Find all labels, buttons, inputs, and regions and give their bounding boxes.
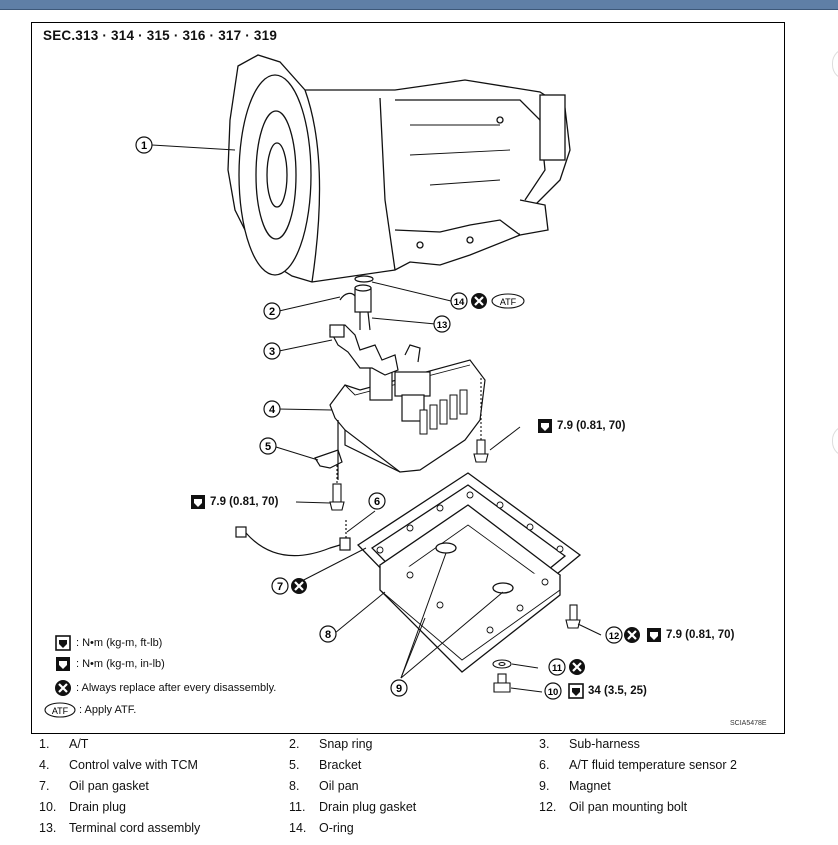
bracket	[314, 420, 343, 480]
svg-text:7: 7	[277, 581, 283, 593]
callout-2: 2	[263, 302, 281, 320]
part-item-2: 2.Snap ring	[289, 737, 373, 751]
part-item-12: 12.Oil pan mounting bolt	[539, 800, 688, 814]
callout-12: 12	[605, 626, 623, 644]
svg-text:2: 2	[269, 306, 275, 318]
legend-replace-icon	[55, 680, 71, 696]
control-valve-body	[329, 344, 486, 473]
oil-pan-bolt	[565, 604, 581, 629]
part-item-6: 6.A/T fluid temperature sensor 2	[539, 758, 737, 772]
figure-code: SCIA5478E	[730, 720, 767, 727]
torque-ftlb-icon-drain	[568, 683, 584, 699]
svg-text:14: 14	[454, 297, 465, 308]
part-item-9: 9.Magnet	[539, 779, 611, 793]
window-title-bar	[0, 0, 838, 10]
part-item-5: 5.Bracket	[289, 758, 362, 772]
callout-4: 4	[263, 400, 281, 418]
svg-text:11: 11	[552, 663, 563, 674]
part-item-3: 3.Sub-harness	[539, 737, 640, 751]
callout-1: 1	[135, 136, 153, 154]
svg-text:10: 10	[548, 687, 559, 698]
torque-value-valve-bolt: 7.9 (0.81, 70)	[557, 420, 626, 432]
legend-atf-icon: ATF	[44, 702, 76, 718]
oil-pan	[356, 472, 582, 673]
legend-atf-text: : Apply ATF.	[79, 704, 137, 716]
callout-3: 3	[263, 342, 281, 360]
callout-6: 6	[368, 492, 386, 510]
replace-icon-7	[291, 578, 307, 594]
sub-harness	[329, 324, 399, 376]
legend-replace-text: : Always replace after every disassembly…	[76, 682, 277, 694]
part-item-14: 14.O-ring	[289, 821, 354, 835]
legend-ftlb-icon	[55, 635, 71, 651]
callout-9: 9	[390, 679, 408, 697]
torque-inlb-icon-sensor	[191, 495, 205, 509]
fluid-temperature-sensor	[235, 520, 351, 557]
atf-badge: ATF	[491, 293, 525, 309]
torque-inlb-icon-pan	[647, 628, 661, 642]
svg-text:9: 9	[396, 683, 402, 695]
svg-text:5: 5	[265, 441, 271, 453]
torque-inlb-icon-valve	[538, 419, 552, 433]
callout-8: 8	[319, 625, 337, 643]
callout-13: 13	[433, 315, 451, 333]
replace-icon-11	[569, 659, 585, 675]
svg-text:3: 3	[269, 346, 275, 358]
part-item-4: 4.Control valve with TCM	[39, 758, 198, 772]
replace-icon-14	[471, 293, 487, 309]
legend-ftlb-text: : N•m (kg-m, ft-lb)	[76, 637, 163, 649]
svg-text:1: 1	[141, 140, 147, 152]
part-item-7: 7.Oil pan gasket	[39, 779, 149, 793]
legend-inlb-text: : N•m (kg-m, in-lb)	[76, 658, 165, 670]
svg-text:ATF: ATF	[52, 706, 69, 716]
part-item-10: 10.Drain plug	[39, 800, 126, 814]
torque-value-drain-plug: 34 (3.5, 25)	[588, 685, 647, 697]
leader-lines	[151, 144, 602, 693]
transmission-housing	[227, 54, 571, 283]
sensor-bracket-bolt	[329, 465, 345, 511]
replace-symbols	[291, 293, 640, 675]
part-item-1: 1.A/T	[39, 737, 89, 751]
torque-value-sensor-bolt: 7.9 (0.81, 70)	[210, 496, 279, 508]
svg-text:ATF: ATF	[500, 297, 517, 307]
svg-text:13: 13	[437, 320, 448, 331]
callout-7: 7	[271, 577, 289, 595]
replace-icon-12	[624, 627, 640, 643]
part-item-13: 13.Terminal cord assembly	[39, 821, 201, 835]
part-item-11: 11.Drain plug gasket	[289, 800, 417, 814]
legend-icons: ATF	[44, 635, 76, 718]
terminal-cord-assembly	[339, 275, 374, 331]
part-item-8: 8.Oil pan	[289, 779, 359, 793]
callout-10: 10	[544, 682, 562, 700]
torque-icons	[191, 419, 661, 699]
callout-11: 11	[548, 658, 566, 676]
svg-text:12: 12	[609, 631, 620, 642]
svg-text:8: 8	[325, 629, 331, 641]
callout-14: 14	[450, 292, 468, 310]
svg-text:4: 4	[269, 404, 276, 416]
svg-text:6: 6	[374, 496, 380, 508]
drain-plug-assembly	[492, 659, 512, 693]
callout-markers: 1 2 3 4 5 6 7 8 9 10 11 12 13 14	[135, 136, 623, 700]
legend-inlb-icon	[56, 657, 70, 671]
torque-value-pan-bolt: 7.9 (0.81, 70)	[666, 629, 735, 641]
callout-5: 5	[259, 437, 277, 455]
valve-body-bolt	[473, 378, 489, 463]
section-reference: SEC.313 · 314 · 315 · 316 · 317 · 319	[43, 28, 278, 43]
